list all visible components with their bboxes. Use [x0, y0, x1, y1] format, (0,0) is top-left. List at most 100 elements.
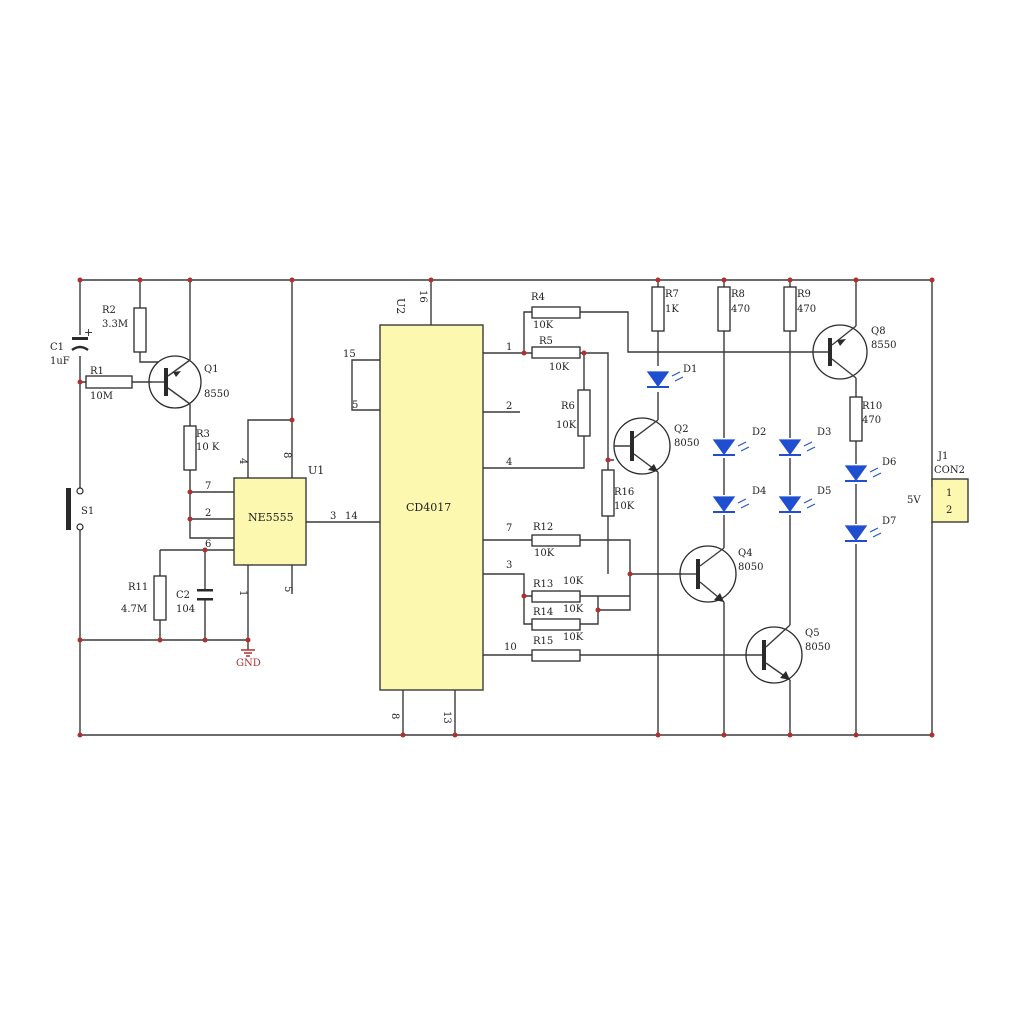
d3-ref: D3 — [817, 427, 831, 438]
c2-plate-top — [197, 589, 213, 592]
ground-symbol: GND — [236, 649, 261, 669]
led-d1: D1 — [646, 364, 697, 388]
r13-value: 10K — [563, 576, 584, 587]
led-d5: D5 — [778, 486, 831, 513]
r5-body — [531, 346, 581, 359]
q5-base-bar — [762, 640, 766, 670]
junction-dot — [202, 547, 208, 553]
d2-ref: D2 — [752, 427, 766, 438]
cd4017-pin15: 15 — [343, 349, 356, 360]
j1-pin2: 2 — [946, 505, 952, 516]
junction-dot — [157, 637, 163, 643]
d2-rays — [737, 441, 750, 452]
leds: D1 D2 D3 D4 D5 — [646, 364, 896, 542]
c2-plate-bottom — [197, 598, 213, 601]
wire-r3-ne555 — [189, 404, 234, 539]
cd4017-name: CD4017 — [406, 501, 451, 514]
q1-body — [148, 355, 202, 409]
junction-dot — [77, 732, 83, 738]
junction-dot — [452, 732, 458, 738]
d1-rays — [671, 371, 684, 382]
junction-dot — [929, 732, 935, 738]
r7-value: 1K — [665, 304, 679, 315]
r1-body — [85, 375, 133, 389]
q8-arrow — [837, 339, 846, 346]
r2-value: 3.3M — [102, 319, 128, 330]
q2-arrow — [648, 464, 658, 472]
q4-ref: Q4 — [738, 548, 753, 559]
led-d6: D6 — [844, 457, 896, 482]
resistors: R2 3.3M R1 10M R3 10 K R11 4.7M R4 10K R… — [85, 286, 882, 662]
r10-ref: R10 — [862, 401, 882, 412]
ne5555-pin7: 7 — [205, 481, 211, 492]
q5-ref: Q5 — [805, 628, 820, 639]
d5-ref: D5 — [817, 486, 831, 497]
wire-r6 — [483, 353, 585, 469]
q8-value: 8550 — [871, 340, 896, 351]
q2-transistor: Q2 8050 — [613, 417, 699, 475]
led-d2: D2 — [712, 427, 766, 456]
r11-body — [153, 575, 167, 621]
junction-dot — [77, 637, 83, 643]
r2-ref: R2 — [102, 305, 116, 316]
d7-icon — [844, 525, 868, 542]
c1-polarity: + — [84, 326, 93, 339]
junction-dot — [187, 277, 193, 283]
ne5555-name: NE5555 — [248, 511, 294, 524]
junction-dot — [289, 417, 295, 423]
d6-rays — [869, 467, 882, 478]
s1-actuator — [66, 488, 71, 530]
junction-dot — [77, 379, 83, 385]
j1-voltage: 5V — [907, 495, 921, 506]
wire-ne555-pin4-pin8 — [247, 280, 293, 478]
r10-value: 470 — [862, 415, 881, 426]
junction-dot — [137, 277, 143, 283]
ne5555-ref: U1 — [308, 464, 324, 477]
j1-ref: J1 — [937, 451, 948, 462]
ne5555-pin5: 5 — [282, 586, 293, 592]
r9-body — [783, 286, 797, 332]
j1-name: CON2 — [934, 465, 965, 476]
r8-value: 470 — [731, 304, 750, 315]
q2-ref: Q2 — [674, 424, 689, 435]
q4-transistor: Q4 8050 — [679, 545, 763, 603]
r7-body — [651, 286, 665, 332]
r13-ref: R13 — [533, 579, 553, 590]
s1-ref: S1 — [81, 506, 94, 517]
d5-rays — [803, 498, 816, 509]
r14-ref: R14 — [533, 607, 553, 618]
r4-ref: R4 — [531, 292, 545, 303]
junction-dot — [289, 277, 295, 283]
c1-capacitor: + C1 1uF — [50, 326, 93, 367]
r6-body — [577, 389, 591, 437]
junction-dot — [655, 277, 661, 283]
cd4017-pin14: 14 — [345, 511, 358, 522]
d1-ref: D1 — [683, 364, 697, 375]
capacitors: + C1 1uF C2 104 — [50, 326, 213, 615]
r3-body — [183, 425, 197, 471]
cd4017-out10: 10 — [504, 642, 517, 653]
s1-contact-top — [76, 487, 84, 495]
ne5555-pin6: 6 — [205, 539, 211, 550]
r16-ref: R16 — [614, 487, 634, 498]
r3-value: 10 K — [196, 442, 220, 453]
q2-value: 8050 — [674, 438, 699, 449]
led-d4: D4 — [712, 486, 766, 513]
r14-value: 10K — [563, 604, 584, 615]
d2-icon — [712, 439, 736, 456]
junction-dot — [929, 277, 935, 283]
wire-ne555-pin7-pin2 — [190, 491, 234, 520]
q8-transistor: Q8 8550 — [812, 324, 896, 380]
r5-value: 10K — [549, 362, 570, 373]
q4-body — [679, 545, 737, 603]
junction-dot — [595, 607, 601, 613]
c1-ref: C1 — [50, 342, 64, 353]
ground-label: GND — [236, 658, 261, 669]
junction-dot — [655, 732, 661, 738]
wire-r13 — [483, 573, 630, 597]
junction-dot — [605, 457, 611, 463]
d6-ref: D6 — [882, 457, 896, 468]
c1-plate-bottom — [71, 345, 89, 352]
j1-body — [931, 478, 969, 523]
